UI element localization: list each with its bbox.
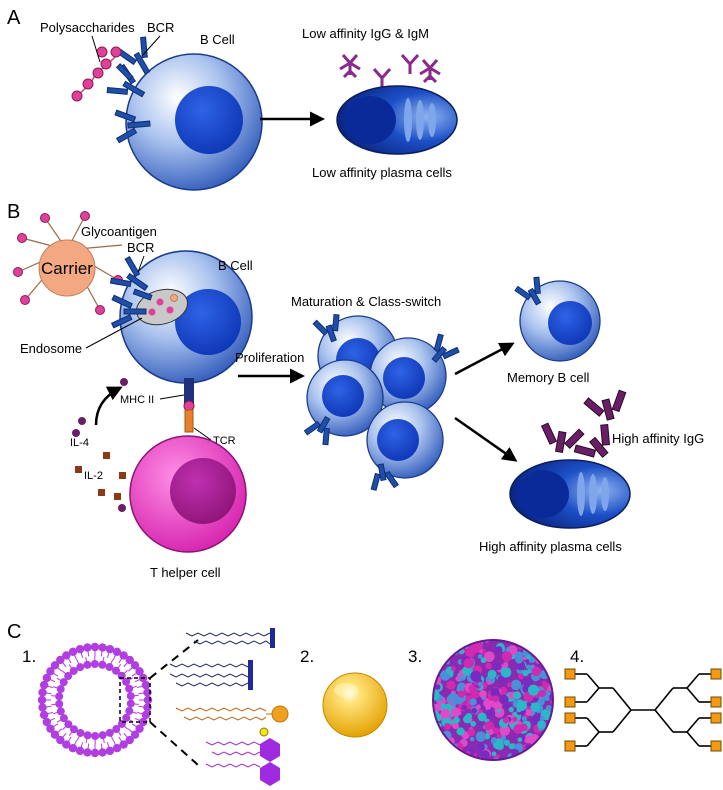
leader-bcr-a — [141, 35, 161, 57]
liposome — [37, 642, 153, 758]
proliferating-b-cells — [306, 315, 447, 479]
label-bcr-a: BCR — [147, 20, 174, 35]
leader-endosome — [85, 317, 143, 349]
label-proliferation: Proliferation — [235, 350, 304, 365]
plasma-arrow — [454, 416, 518, 462]
dendrimer — [564, 668, 722, 752]
panel-b-b-cell — [119, 250, 253, 384]
label-b-cell-b: B Cell — [218, 258, 253, 273]
label-memory-b-cell: Memory B cell — [507, 370, 589, 385]
label-high-affinity-igg: High affinity IgG — [612, 431, 704, 446]
memory-arrow — [454, 342, 515, 376]
memory-b-cell — [514, 276, 601, 362]
leader-bcr-b — [137, 255, 145, 273]
high-affinity-plasma-cell — [509, 459, 631, 529]
panel-a-bcr-receptors — [106, 36, 151, 144]
label-carrier: Carrier — [41, 259, 93, 278]
label-item-3: 3. — [408, 647, 422, 666]
label-t-helper: T helper cell — [150, 565, 221, 580]
label-polysaccharides: Polysaccharides — [40, 20, 135, 35]
panel-a-antibodies — [339, 54, 441, 88]
label-item-2: 2. — [300, 647, 314, 666]
lipid-blue-1 — [185, 628, 275, 648]
carrier-glycoconjugate: Carrier — [13, 211, 123, 315]
panel-a: A Polysaccharides BCR B Cell — [7, 7, 458, 191]
leader-mhc — [159, 394, 185, 400]
label-endosome: Endosome — [20, 341, 82, 356]
label-bcr-b: BCR — [127, 240, 154, 255]
label-il-4: IL-4 — [70, 437, 89, 449]
label-low-affinity-antibodies: Low affinity IgG & IgM — [302, 26, 429, 41]
panel-a-plasma-cell — [336, 85, 458, 155]
gold-nanoparticle — [322, 672, 388, 738]
label-item-4: 4. — [570, 647, 584, 666]
immune-synapse — [183, 378, 195, 433]
virus-like-particle — [432, 639, 554, 761]
leader-tcr — [193, 427, 212, 441]
lipid-orange — [175, 705, 289, 723]
label-maturation: Maturation & Class-switch — [291, 294, 441, 309]
high-affinity-igg — [540, 389, 627, 458]
panel-a-letter: A — [7, 7, 21, 29]
panel-c: C 1. 2. 3. 4. — [7, 621, 722, 786]
t-helper-cell — [129, 435, 247, 553]
panel-b-letter: B — [7, 201, 20, 223]
leader-polysaccharides — [91, 35, 101, 63]
lipid-purple — [205, 727, 280, 786]
label-il-2: IL-2 — [84, 470, 103, 482]
label-high-affinity-plasma: High affinity plasma cells — [479, 539, 622, 554]
lipid-blue-2 — [169, 660, 253, 690]
panel-b-bcr-receptors — [109, 255, 153, 329]
panel-c-letter: C — [7, 621, 21, 643]
panel-a-b-cell — [125, 53, 263, 191]
label-glycoantigen: Glycoantigen — [81, 224, 157, 239]
cytokines-il4 — [72, 378, 128, 512]
label-mhc-ii: MHC II — [120, 394, 154, 406]
panel-b: B Carrier Glycoantigen — [7, 201, 704, 580]
cytokine-arrow — [94, 386, 123, 426]
zoom-line-bottom — [149, 721, 199, 766]
label-b-cell-a: B Cell — [200, 32, 235, 47]
cluster-bcr-receptors — [303, 313, 460, 491]
cytokines-il2 — [75, 452, 126, 500]
label-item-1: 1. — [22, 647, 36, 666]
zoom-line-top — [149, 639, 199, 679]
label-low-affinity-plasma: Low affinity plasma cells — [312, 165, 452, 180]
liposome-zoom-box — [119, 677, 151, 723]
